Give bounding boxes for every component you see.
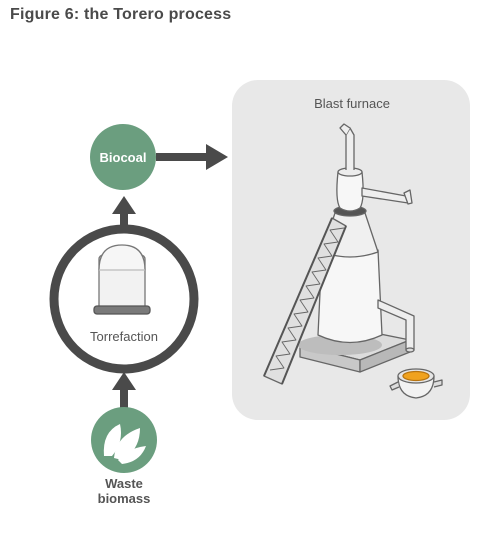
reactor-icon (93, 244, 151, 315)
arrow-biomass-to-torrefaction (112, 372, 136, 408)
torrefaction-label: Torrefaction (90, 329, 158, 344)
biocoal-circle (90, 124, 156, 190)
biocoal-label: Biocoal (100, 150, 147, 165)
blast-furnace-label: Blast furnace (314, 96, 390, 111)
waste-label-line1: Waste (105, 476, 143, 491)
blast-furnace-icon (263, 123, 443, 399)
waste-label-line2: biomass (98, 491, 151, 506)
arrow-biocoal-to-furnace (156, 144, 228, 170)
arrow-torrefaction-to-biocoal (112, 196, 136, 230)
figure-title: Figure 6: the Torero process (10, 6, 232, 23)
leaf-icon (103, 424, 146, 464)
